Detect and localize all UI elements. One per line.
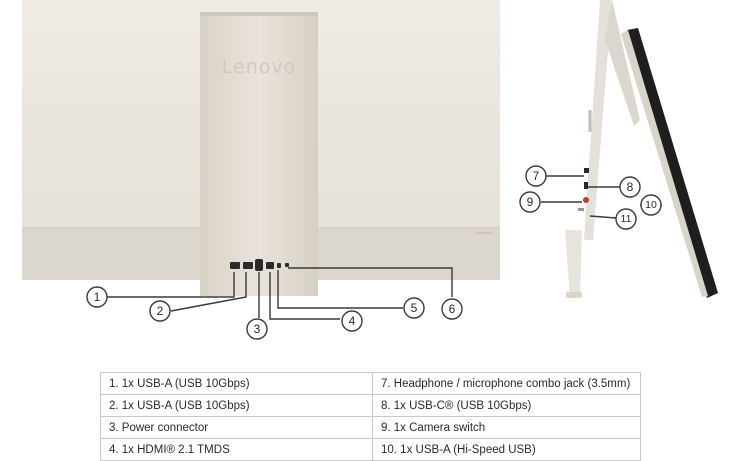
- callout-label: 1: [94, 290, 101, 304]
- product-diagram: 1 2 3 4 5 6 7 8 9 10 11: [22, 0, 718, 340]
- table-row: 2. 1x USB-A (USB 10Gbps) 8. 1x USB-C® (U…: [100, 394, 641, 417]
- callout-label: 4: [349, 314, 356, 328]
- callout-label: 7: [533, 169, 540, 183]
- callout-label: 8: [627, 180, 634, 194]
- table-row: 4. 1x HDMI® 2.1 TMDS 10. 1x USB-A (Hi-Sp…: [100, 438, 641, 461]
- callout-5: [403, 297, 425, 319]
- callout-6: [441, 298, 463, 320]
- port-cell: 9. 1x Camera switch: [372, 416, 641, 439]
- callout-label: 6: [449, 302, 456, 316]
- callout-8: [619, 176, 641, 198]
- callout-11: [615, 208, 637, 230]
- rear-leader-lines: [107, 267, 453, 320]
- callout-label: 11: [621, 213, 632, 225]
- callout-label: 2: [157, 304, 164, 318]
- port-cell: 7. Headphone / microphone combo jack (3.…: [372, 372, 641, 395]
- port-cell: 4. 1x HDMI® 2.1 TMDS: [100, 438, 373, 461]
- callout-label: 5: [411, 301, 418, 315]
- callout-3: [246, 318, 268, 340]
- callout-9: [519, 191, 541, 213]
- callout-label: 3: [254, 322, 261, 336]
- port-cell: 8. 1x USB-C® (USB 10Gbps): [372, 394, 641, 417]
- port-cell: 1. 1x USB-A (USB 10Gbps): [100, 372, 373, 395]
- callout-2: [149, 300, 171, 322]
- callout-label: 9: [527, 195, 534, 209]
- callout-1: [86, 286, 108, 308]
- callout-4: [341, 310, 363, 332]
- callout-label: 10: [645, 199, 657, 211]
- port-cell: 2. 1x USB-A (USB 10Gbps): [100, 394, 373, 417]
- ports-table: 1. 1x USB-A (USB 10Gbps) 7. Headphone / …: [100, 372, 641, 461]
- port-cell: 10. 1x USB-A (Hi-Speed USB): [372, 438, 641, 461]
- monitor-stand: [200, 12, 318, 296]
- rear-port-cluster: [230, 259, 289, 271]
- brand-logo: Lenovo: [221, 56, 297, 78]
- table-row: 3. Power connector 9. 1x Camera switch: [100, 416, 641, 439]
- callout-7: [525, 165, 547, 187]
- port-cell: 3. Power connector: [100, 416, 373, 439]
- table-row: 1. 1x USB-A (USB 10Gbps) 7. Headphone / …: [100, 372, 641, 395]
- monitor-side-view: [565, 0, 718, 298]
- callout-10: [640, 194, 662, 216]
